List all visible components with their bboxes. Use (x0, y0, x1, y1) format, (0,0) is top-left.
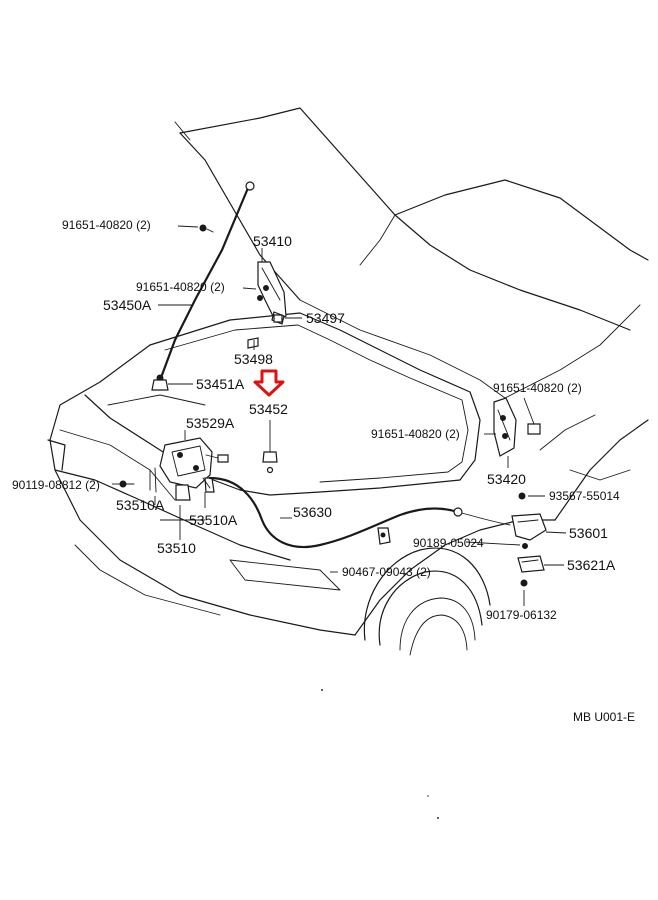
label-53420: 53420 (487, 471, 526, 487)
hinge-right (493, 397, 541, 457)
label-90179-06132: 90179-06132 (486, 608, 557, 622)
label-90119-08812: 90119-08812 (2) (12, 478, 100, 492)
scan-speck (437, 817, 439, 819)
label-90467-09043: 90467-09043 (2) (342, 565, 431, 579)
part-labels: 91651-40820 (2) 53410 91651-40820 (2) 53… (12, 218, 635, 724)
label-53630: 53630 (293, 504, 332, 520)
release-lever (511, 492, 547, 587)
scan-speck (321, 689, 323, 691)
label-53510A-right: 53510A (189, 512, 238, 528)
label-53510A-left: 53510A (116, 497, 165, 513)
label-91651-40820-mid: 91651-40820 (2) (136, 280, 225, 294)
label-91651-40820-top: 91651-40820 (2) (62, 218, 151, 232)
label-53621A: 53621A (567, 557, 616, 573)
label-90189-05024: 90189-05024 (413, 536, 484, 550)
label-93567-55014: 93567-55014 (549, 489, 620, 503)
label-91651-40820-center: 91651-40820 (2) (371, 427, 460, 441)
hood-panel (174, 107, 649, 399)
label-53451A: 53451A (196, 376, 245, 392)
label-53450A: 53450A (103, 297, 152, 313)
leader-lines (112, 225, 567, 606)
highlight-arrow-icon (253, 369, 285, 397)
label-53410: 53410 (253, 233, 292, 249)
diagram-code: MB U001-E (573, 710, 635, 724)
label-91651-40820-right: 91651-40820 (2) (493, 381, 582, 395)
scan-speck (427, 795, 429, 797)
label-53529A: 53529A (186, 415, 235, 431)
body-outline (47, 312, 481, 636)
hood-lock-assembly (119, 437, 229, 501)
label-53498: 53498 (234, 351, 273, 367)
hood-support-rod (151, 181, 255, 391)
front-fender-wheel (354, 414, 649, 656)
label-53601: 53601 (569, 525, 608, 541)
label-53452: 53452 (249, 401, 288, 417)
label-53510: 53510 (157, 540, 196, 556)
release-cable (208, 476, 511, 549)
label-53497: 53497 (306, 310, 345, 326)
striker-assembly (247, 314, 283, 474)
